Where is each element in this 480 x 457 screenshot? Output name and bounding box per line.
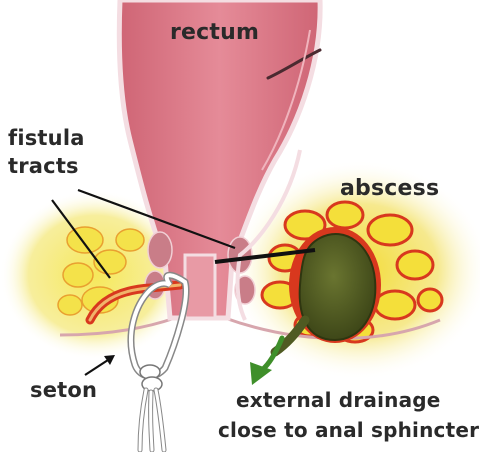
drainage-label-line2: close to anal sphincter bbox=[218, 418, 479, 442]
seton-knot bbox=[140, 365, 162, 391]
rectum-label: rectum bbox=[170, 20, 259, 45]
fistula-label-line1: fistula bbox=[8, 126, 85, 150]
anal-canal bbox=[185, 255, 215, 318]
seton-label: seton bbox=[30, 378, 97, 402]
abscess-label: abscess bbox=[340, 176, 439, 201]
drainage-label-line1: external drainage bbox=[236, 388, 441, 412]
seton-tails bbox=[140, 390, 164, 450]
fistula-label-line2: tracts bbox=[8, 154, 79, 178]
